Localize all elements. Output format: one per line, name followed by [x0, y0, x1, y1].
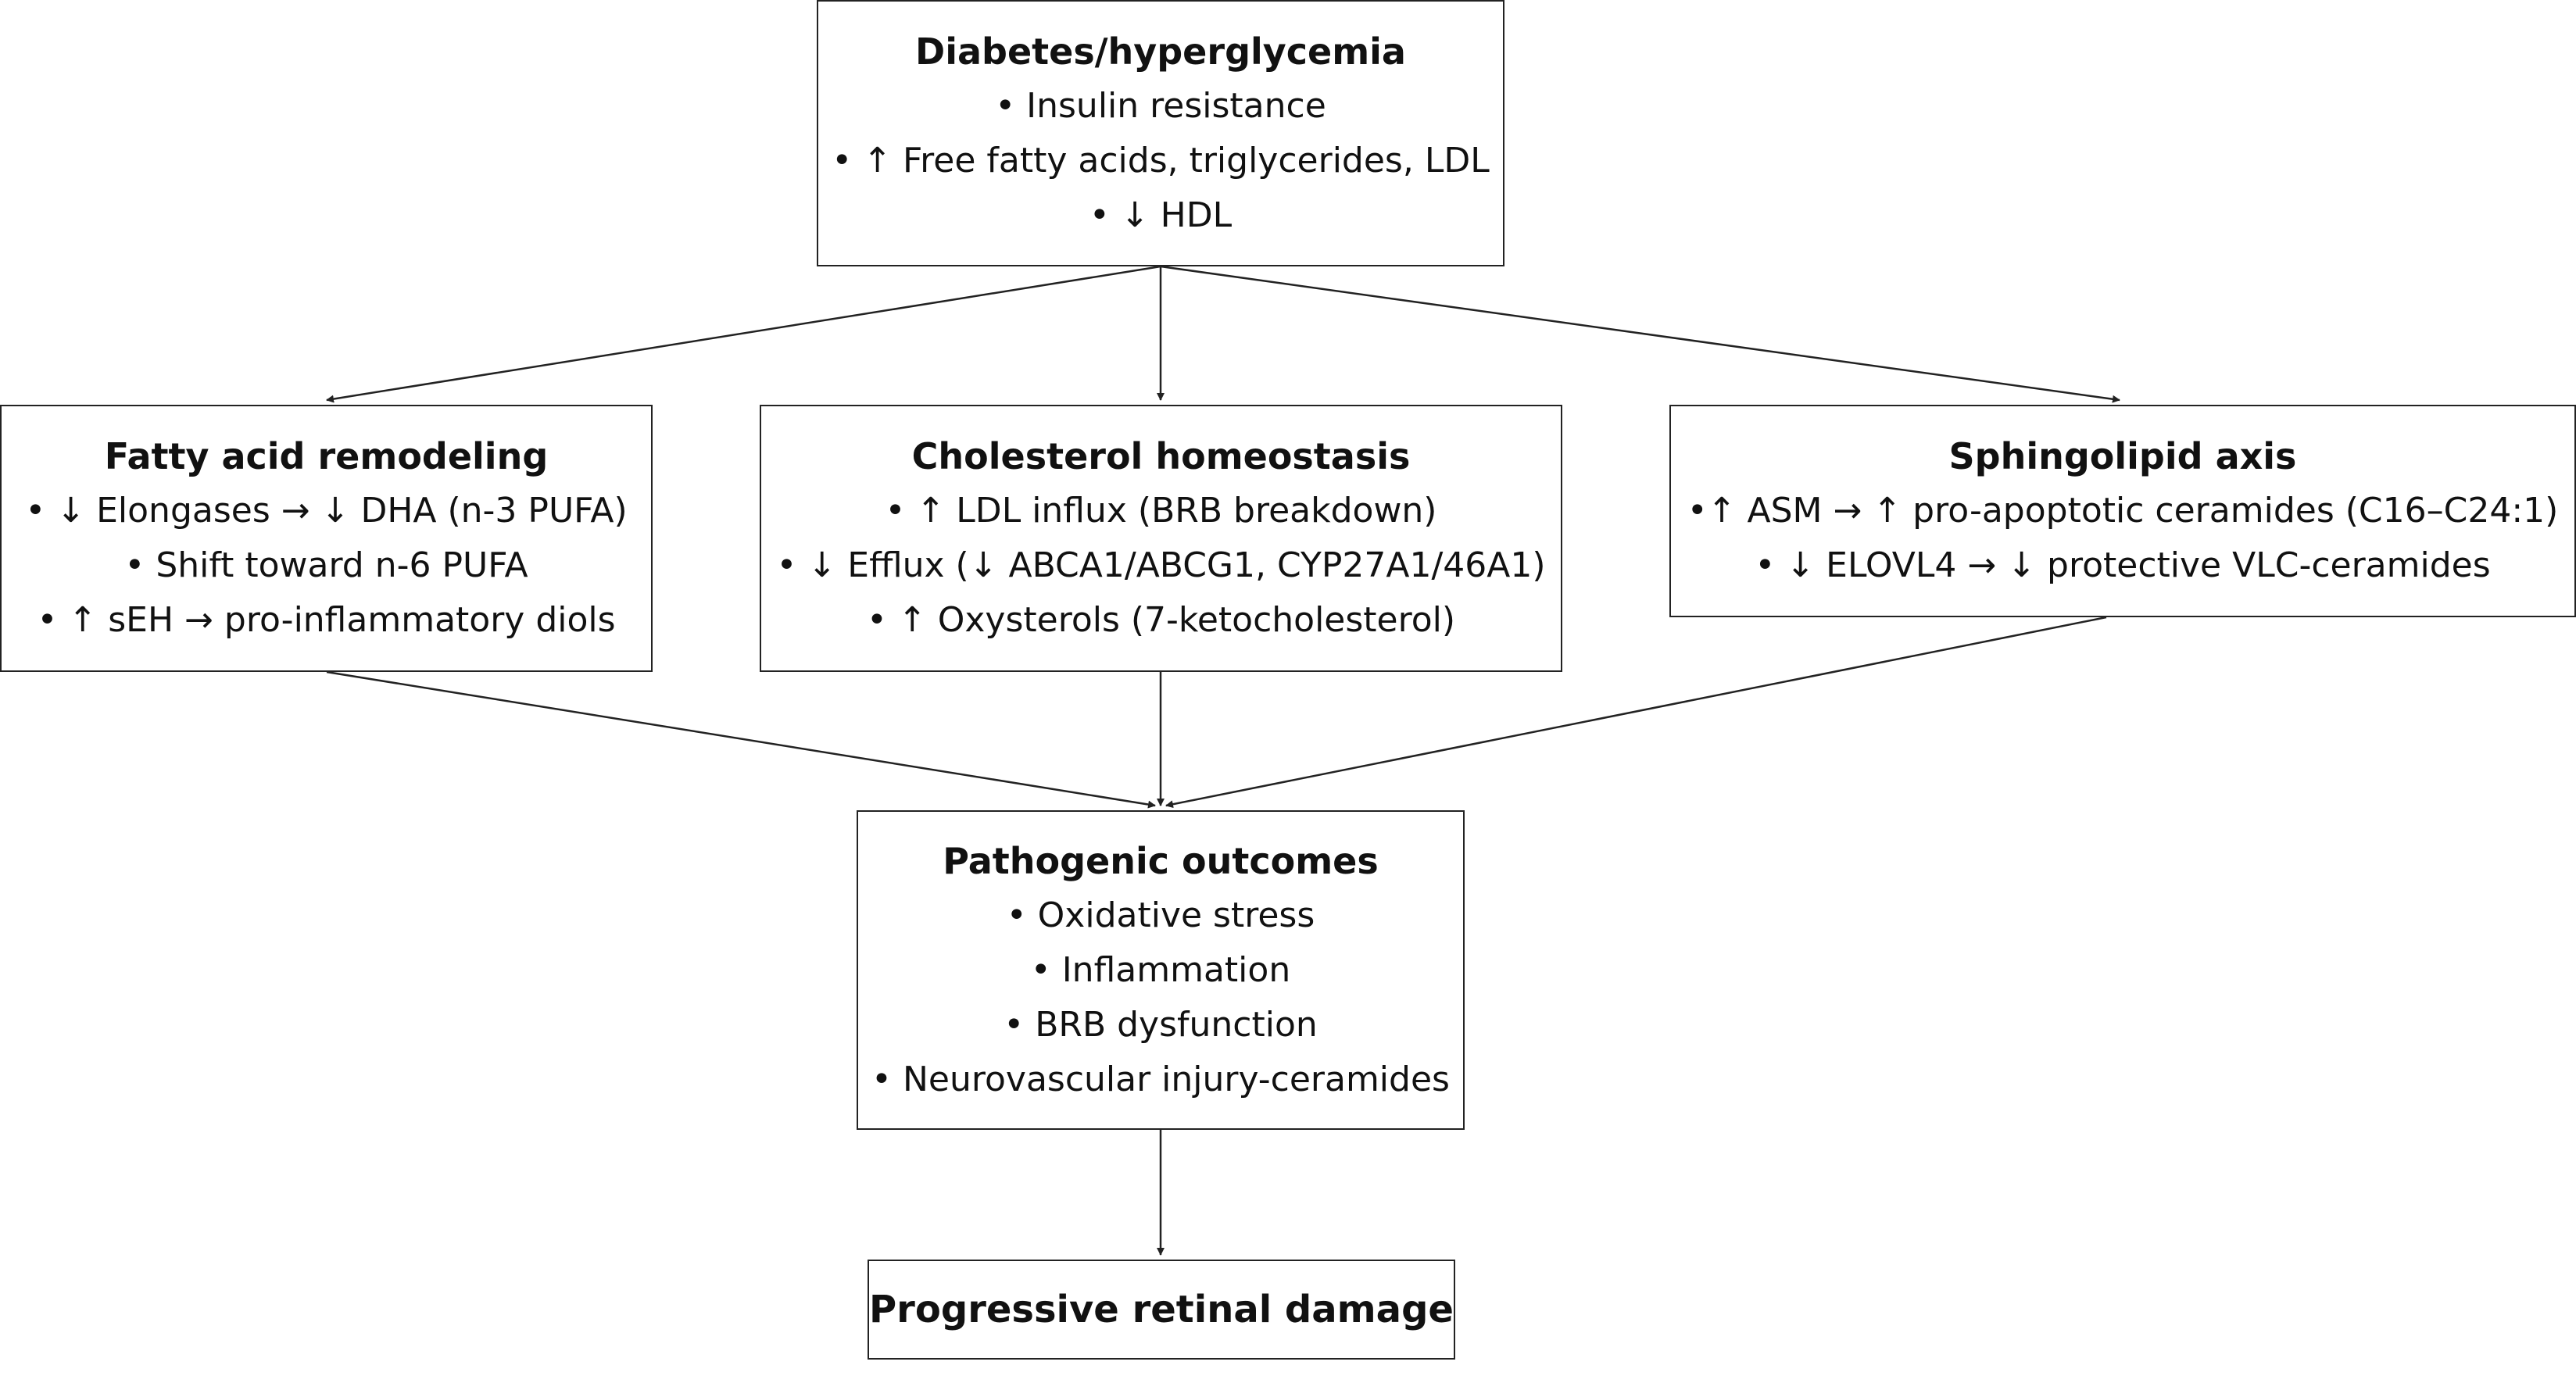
box-bullet: • ↑ Oxysterols (7-ketocholesterol) [866, 600, 1456, 640]
arrow-top-to-sphingolipid [1160, 265, 2120, 403]
box-bullet: •↑ ASM → ↑ pro-apoptotic ceramides (C16–… [1687, 491, 2559, 531]
box-bullet: • ↓ ELOVL4 → ↓ protective VLC-ceramides [1755, 545, 2491, 585]
box-title: Sphingolipid axis [1948, 435, 2297, 477]
box-bullet: • ↑ LDL influx (BRB breakdown) [885, 491, 1437, 531]
box-bullet: • BRB dysfunction [1004, 1004, 1318, 1045]
box-title: Progressive retinal damage [869, 1288, 1454, 1331]
box-bullet: • Shift toward n-6 PUFA [124, 545, 528, 585]
box-bullet: • Neurovascular injury-ceramides [871, 1059, 1450, 1099]
box-bullet: • ↓ HDL [1089, 195, 1233, 235]
box-bullet: • ↓ Efflux (↓ ABCA1/ABCG1, CYP27A1/46A1) [776, 545, 1546, 585]
box-bullet: • Oxidative stress [1006, 895, 1315, 935]
sphingolipid-axis-box: Sphingolipid axis •↑ ASM → ↑ pro-apoptot… [1669, 405, 2576, 617]
box-title: Diabetes/hyperglycemia [915, 30, 1406, 73]
fatty-acid-remodeling-box: Fatty acid remodeling • ↓ Elongases → ↓ … [0, 405, 653, 672]
box-bullet: • Insulin resistance [995, 85, 1326, 126]
arrow-top-to-fatty-acid [326, 265, 1161, 403]
box-bullet: • Inflammation [1030, 949, 1291, 990]
arrow-fatty-acid-to-pathogenic [326, 670, 1156, 809]
box-title: Pathogenic outcomes [943, 839, 1379, 882]
arrow-sphingolipid-to-pathogenic [1165, 616, 2107, 809]
box-bullet: • ↑ sEH → pro-inflammatory diols [37, 600, 616, 640]
diabetes-hyperglycemia-box: Diabetes/hyperglycemia • Insulin resista… [817, 0, 1504, 266]
progressive-retinal-damage-box: Progressive retinal damage [868, 1260, 1455, 1360]
cholesterol-homeostasis-box: Cholesterol homeostasis • ↑ LDL influx (… [760, 405, 1562, 672]
box-title: Fatty acid remodeling [104, 435, 549, 477]
pathogenic-outcomes-box: Pathogenic outcomes • Oxidative stress •… [857, 810, 1465, 1130]
box-bullet: • ↓ Elongases → ↓ DHA (n-3 PUFA) [25, 491, 628, 531]
box-title: Cholesterol homeostasis [911, 435, 1411, 477]
box-bullet: • ↑ Free fatty acids, triglycerides, LDL [832, 140, 1490, 180]
